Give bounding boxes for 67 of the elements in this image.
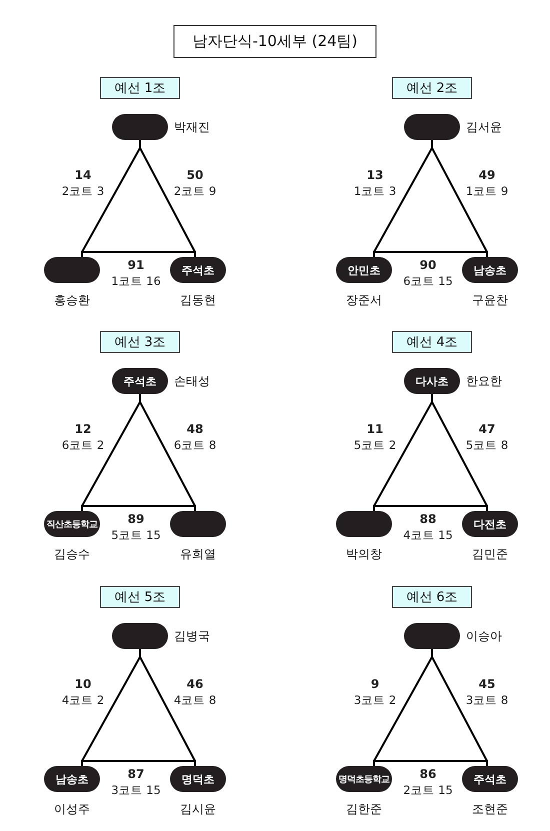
connector-line [81, 251, 196, 257]
team-pill: 주석초 [112, 368, 168, 394]
player-name: 이성주 [53, 801, 91, 818]
player-name: 이승아 [466, 628, 502, 645]
edge-label: 50 2코트 9 [174, 167, 216, 199]
team-pill [404, 623, 460, 649]
edge-label: 89 5코트 15 [111, 511, 161, 543]
group-header-box: 예선 2조 [392, 77, 472, 99]
player-name: 유희열 [179, 546, 217, 563]
team-pill: 주석초 [170, 257, 226, 283]
edge-label: 13 1코트 3 [354, 167, 396, 199]
edge-label: 87 3코트 15 [111, 766, 161, 798]
player-name: 김시윤 [179, 801, 217, 818]
connector-line [373, 251, 488, 257]
edge-label: 91 1코트 16 [111, 257, 161, 289]
team-pill [112, 114, 168, 140]
edge-label: 46 4코트 8 [174, 676, 216, 708]
connector-line [373, 505, 488, 511]
group-header-box: 예선 6조 [392, 586, 472, 608]
edge-label: 45 3코트 8 [466, 676, 508, 708]
edge-label: 86 2코트 15 [403, 766, 453, 798]
team-pill [112, 623, 168, 649]
team-pill: 명덕초 [170, 766, 226, 792]
group-header-box: 예선 1조 [100, 77, 180, 99]
group-header-box: 예선 4조 [392, 331, 472, 353]
edge-label: 11 5코트 2 [354, 421, 396, 453]
group-header-box: 예선 5조 [100, 586, 180, 608]
connector-line [81, 505, 196, 511]
player-name: 박재진 [174, 119, 210, 136]
team-pill: 다전초 [462, 511, 518, 537]
edge-label: 14 2코트 3 [62, 167, 104, 199]
player-name: 김동현 [179, 292, 217, 309]
team-pill: 남송초 [44, 766, 100, 792]
team-pill [44, 257, 100, 283]
team-pill [170, 511, 226, 537]
player-name: 김서윤 [466, 119, 502, 136]
title: 남자단식-10세부 (24팀) [173, 25, 377, 58]
player-name: 손태성 [174, 373, 210, 390]
edge-label: 49 1코트 9 [466, 167, 508, 199]
edge-label: 48 6코트 8 [174, 421, 216, 453]
player-name: 구윤찬 [471, 292, 509, 309]
team-pill: 다사초 [404, 368, 460, 394]
player-name: 홍승환 [53, 292, 91, 309]
player-name: 김승수 [53, 546, 91, 563]
edge-label: 10 4코트 2 [62, 676, 104, 708]
edge-label: 9 3코트 2 [354, 676, 396, 708]
edge-label: 88 4코트 15 [403, 511, 453, 543]
team-pill: 주석초 [462, 766, 518, 792]
player-name: 김민준 [471, 546, 509, 563]
team-pill [404, 114, 460, 140]
team-pill: 안민초 [336, 257, 392, 283]
player-name: 김병국 [174, 628, 210, 645]
connector-line [81, 760, 196, 766]
player-name: 장준서 [345, 292, 383, 309]
edge-label: 90 6코트 15 [403, 257, 453, 289]
player-name: 한요한 [466, 373, 502, 390]
player-name: 박의창 [345, 546, 383, 563]
edge-label: 12 6코트 2 [62, 421, 104, 453]
player-name: 조현준 [471, 801, 509, 818]
edge-label: 47 5코트 8 [466, 421, 508, 453]
group-header-box: 예선 3조 [100, 331, 180, 353]
team-pill [336, 511, 392, 537]
team-pill: 남송초 [462, 257, 518, 283]
team-pill: 명덕초등학교 [336, 766, 392, 792]
player-name: 김한준 [345, 801, 383, 818]
connector-line [373, 760, 488, 766]
team-pill: 직산초등학교 [44, 511, 100, 537]
